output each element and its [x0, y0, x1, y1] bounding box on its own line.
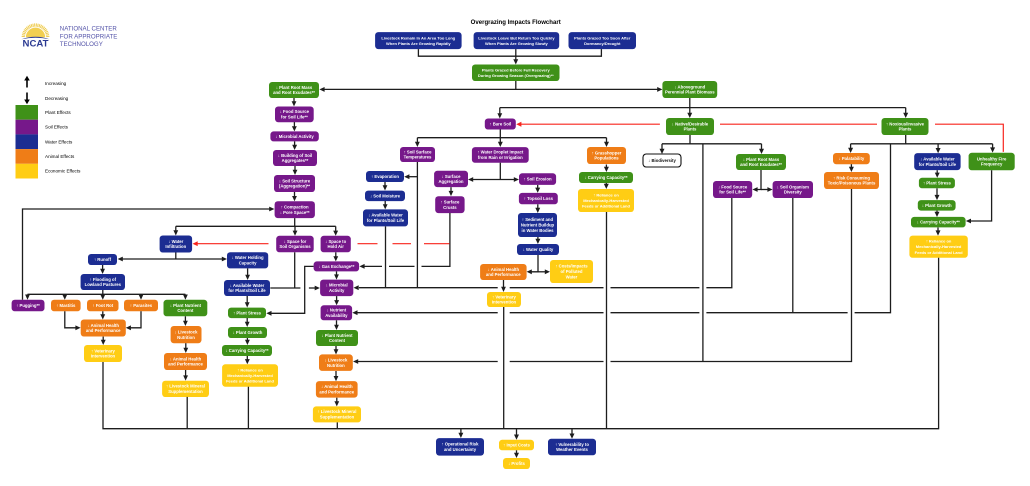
svg-text:↓ Plant Growth: ↓ Plant Growth: [233, 330, 263, 335]
svg-text:↑ Input Costs: ↑ Input Costs: [503, 443, 530, 448]
svg-text:↑ Runoff: ↑ Runoff: [94, 257, 112, 262]
svg-text:↑ Topsoil Loss: ↑ Topsoil Loss: [524, 196, 554, 201]
svg-text:↑ Pugging**: ↑ Pugging**: [16, 303, 40, 308]
svg-text:Economic Effects: Economic Effects: [45, 169, 81, 174]
svg-text:TECHNOLOGY: TECHNOLOGY: [60, 41, 103, 48]
svg-text:↓ Plant Growth: ↓ Plant Growth: [922, 203, 952, 208]
svg-text:Overgrazing Impacts Flowchart: Overgrazing Impacts Flowchart: [471, 20, 561, 26]
svg-text:↓ Biodiversity: ↓ Biodiversity: [648, 158, 676, 163]
svg-text:↓ Carrying Capacity**: ↓ Carrying Capacity**: [917, 220, 960, 225]
svg-text:↑ Plant Stress: ↑ Plant Stress: [233, 310, 262, 315]
svg-text:Increasing: Increasing: [45, 81, 67, 86]
svg-text:Animal Effects: Animal Effects: [45, 154, 75, 159]
svg-text:Livestock Remain In An Area To: Livestock Remain In An Area Too LongWhen…: [381, 35, 455, 45]
svg-text:↓ Water Quality: ↓ Water Quality: [523, 247, 554, 252]
svg-text:↓ Carrying Capacity**: ↓ Carrying Capacity**: [585, 175, 628, 180]
svg-text:↑ Compaction↓ Pore Space**: ↑ Compaction↓ Pore Space**: [280, 205, 310, 215]
svg-text:Livestock Leave But Return Too: Livestock Leave But Return Too QuicklyWh…: [478, 35, 555, 45]
svg-text:↑ Evaporation: ↑ Evaporation: [371, 174, 399, 179]
svg-text:Plants Grazed Before Full Reco: Plants Grazed Before Full RecoveryDuring…: [478, 68, 554, 78]
svg-text:↑ Parasites: ↑ Parasites: [130, 303, 153, 308]
svg-text:↓ Profits: ↓ Profits: [508, 461, 525, 466]
svg-text:↑ Soil Erosion: ↑ Soil Erosion: [523, 177, 552, 182]
svg-text:↓ Palatability: ↓ Palatability: [839, 156, 865, 161]
svg-text:↑ Plant Stress: ↑ Plant Stress: [923, 181, 952, 186]
svg-text:↑ Bare Soil: ↑ Bare Soil: [489, 122, 511, 127]
svg-text:Soil Effects: Soil Effects: [45, 125, 69, 130]
svg-text:NATIONAL CENTER: NATIONAL CENTER: [60, 26, 118, 33]
svg-text:NCAT: NCAT: [23, 39, 49, 50]
svg-text:FOR APPROPRIATE: FOR APPROPRIATE: [60, 33, 118, 40]
svg-text:↓ Soil Moisture: ↓ Soil Moisture: [370, 193, 401, 198]
svg-text:↑ Foot Rot: ↑ Foot Rot: [92, 303, 113, 308]
svg-text:Water Effects: Water Effects: [45, 139, 73, 144]
svg-text:Decreasing: Decreasing: [45, 96, 69, 101]
svg-text:↓ Gas Exchange**: ↓ Gas Exchange**: [318, 264, 354, 269]
svg-text:↓ Microbial Activity: ↓ Microbial Activity: [275, 134, 314, 139]
svg-text:Plant Effects: Plant Effects: [45, 110, 71, 115]
svg-text:↓ Carrying Capacity**: ↓ Carrying Capacity**: [226, 348, 269, 353]
svg-text:↑ Mastitis: ↑ Mastitis: [56, 303, 76, 308]
svg-text:↓ Soil Structure(Aggregation)*: ↓ Soil Structure(Aggregation)**: [279, 178, 311, 188]
